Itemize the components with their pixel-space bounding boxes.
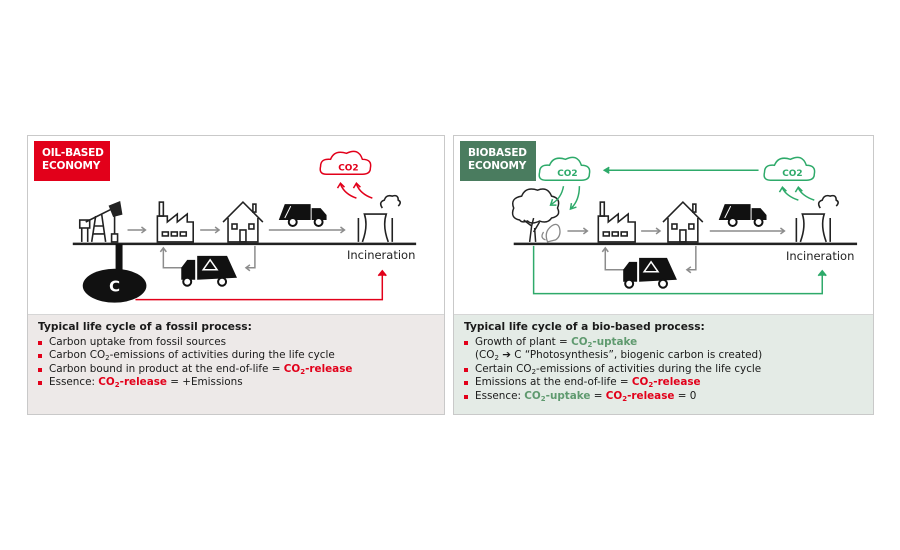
oil-based-economy-badge: OIL-BASED ECONOMY	[34, 141, 110, 181]
recycle-icon	[642, 260, 660, 273]
co2-cloud-right-label: CO2	[782, 169, 802, 179]
biobased-process-title: Typical life cycle of a bio-based proces…	[464, 321, 705, 333]
oil-based-diagram: C	[28, 136, 444, 314]
co2-cloud-right-icon	[763, 156, 816, 181]
oil-pipe	[115, 243, 123, 272]
garbage-truck-icon	[718, 204, 767, 227]
carbon-deposit	[82, 268, 147, 303]
badge-line-1: OIL-BASED	[42, 147, 104, 159]
fossil-process-description: Typical life cycle of a fossil process: …	[28, 314, 444, 414]
process-arrows	[127, 226, 346, 272]
garbage-truck-icon	[278, 204, 327, 227]
incinerator-icon	[795, 194, 839, 243]
process-arrows	[567, 227, 786, 274]
factory-icon	[597, 201, 636, 243]
list-item: Emissions at the end-of-life = CO2-relea…	[464, 376, 873, 390]
co2-cloud-label: CO2	[338, 163, 358, 173]
biobased-economy-panel: CO2 CO2 BIOBASED ECONOMY Incineration Ty…	[453, 135, 874, 415]
recycle-icon	[201, 258, 219, 271]
green-arrows	[532, 166, 827, 295]
corn-icon	[541, 223, 561, 243]
list-item: Essence: CO2-uptake = CO2-release = 0	[464, 390, 873, 404]
incinerator-icon	[357, 194, 401, 243]
oil-based-diagram-svg: C	[72, 150, 417, 303]
badge-line-2: ECONOMY	[42, 160, 101, 172]
oil-pump-icon	[78, 201, 123, 243]
biobased-process-list: Growth of plant = CO2-uptake (CO2 ➔ C “P…	[464, 336, 873, 404]
co2-emission-arrows	[336, 181, 373, 199]
list-item: Carbon uptake from fossil sources	[38, 336, 444, 350]
list-item-continuation: (CO2 ➔ C “Photosynthesis”, biogenic carb…	[475, 349, 763, 363]
recycling-truck-icon	[623, 257, 677, 289]
list-item: Essence: CO2-release = +Emissions	[38, 376, 444, 390]
list-item: Carbon bound in product at the end-of-li…	[38, 363, 444, 377]
incineration-label: Incineration	[347, 248, 416, 262]
recycling-truck-icon	[181, 255, 237, 287]
biobased-process-description: Typical life cycle of a bio-based proces…	[454, 314, 873, 414]
co2-cloud-icon	[319, 150, 372, 175]
list-item: Carbon CO2-emissions of activities durin…	[38, 349, 444, 363]
fossil-process-title: Typical life cycle of a fossil process:	[38, 321, 252, 333]
biobased-economy-badge: BIOBASED ECONOMY	[460, 141, 536, 181]
biobased-diagram: CO2 CO2 BIOBASED ECONOMY Incineration	[454, 136, 873, 314]
house-icon	[662, 200, 704, 243]
tree-icon	[511, 188, 560, 243]
incineration-label: Incineration	[786, 249, 855, 263]
co2-cloud-left-label: CO2	[557, 169, 577, 179]
list-item: Certain CO2-emissions of activities duri…	[464, 363, 873, 377]
co2-cloud-left-icon	[538, 156, 591, 181]
fossil-process-list: Carbon uptake from fossil sources Carbon…	[38, 336, 444, 390]
list-item: Growth of plant = CO2-uptake	[464, 336, 873, 350]
carbon-label: C	[109, 278, 120, 296]
biobased-diagram-svg: CO2 CO2	[511, 156, 858, 295]
carbon-release-arrow	[135, 269, 387, 301]
oil-based-economy-panel: C	[27, 135, 445, 415]
badge-line-1: BIOBASED	[468, 147, 527, 159]
house-icon	[222, 200, 264, 243]
factory-icon	[156, 201, 195, 243]
badge-line-2: ECONOMY	[468, 160, 527, 172]
